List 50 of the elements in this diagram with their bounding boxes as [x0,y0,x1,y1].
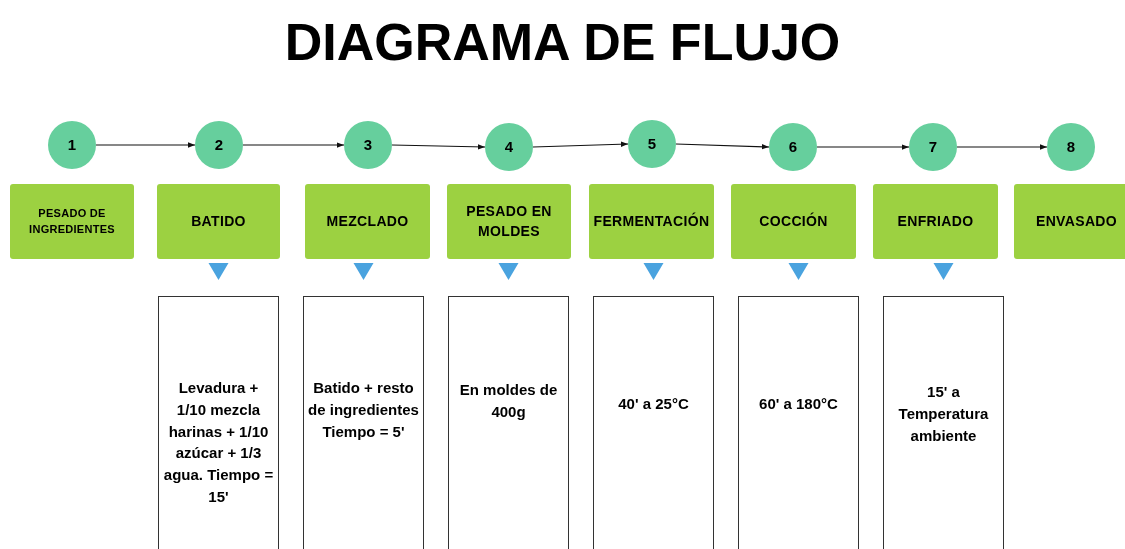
process-label: FERMENTACIÓN [592,211,711,231]
note-box [303,296,424,549]
step-number: 2 [214,134,224,155]
arrow [956,144,1048,150]
process-box [157,184,280,259]
triangle-arrow [208,263,229,280]
note-text: En moldes de 400g [458,380,559,422]
note-text: Levadura + 1/10 mezcla harinas + 1/10 azúcar + 1/3 agua. Tiempo = 15' [162,378,275,507]
process-box [873,184,998,259]
process-label: PESADO EN MOLDES [465,202,553,241]
note-box [158,296,279,549]
arrow [675,143,770,150]
arrow [95,142,196,148]
process-box [1014,184,1125,259]
arrow [391,144,486,150]
arrow [242,142,345,148]
process-box [589,184,714,259]
process-label: ENVASADO [1034,211,1119,231]
note-box [883,296,1004,549]
process-box [447,184,571,259]
step-number: 8 [1066,136,1076,157]
step-number: 3 [363,134,373,155]
note-box [738,296,859,549]
arrow [532,141,629,148]
process-label: MEZCLADO [325,211,410,231]
triangle-arrow [788,263,809,280]
step-number: 7 [928,136,938,157]
note-box [593,296,714,549]
note-text: 15' a Temperatura ambiente [897,382,990,446]
note-text: 40' a 25°C [617,394,690,414]
process-label: COCCIÓN [758,211,829,231]
note-box [448,296,569,549]
process-box [731,184,856,259]
process-label: BATIDO [190,211,247,231]
step-number: 6 [788,136,798,157]
step-number: 1 [67,134,77,155]
note-text: 60' a 180°C [758,394,839,414]
arrow [816,144,910,150]
triangle-arrow [643,263,664,280]
step-number: 4 [504,136,514,157]
process-box [10,184,134,259]
title: DIAGRAMA DE FLUJO [283,12,842,73]
step-number: 5 [647,133,657,154]
triangle-arrow [498,263,519,280]
process-label: ENFRIADO [896,211,975,231]
triangle-arrow [933,263,954,280]
process-label: PESADO DE INGREDIENTES [28,206,116,237]
note-text: Batido + resto de ingredientes Tiempo = 5' [307,378,420,442]
triangle-arrow [353,263,374,280]
process-box [305,184,430,259]
